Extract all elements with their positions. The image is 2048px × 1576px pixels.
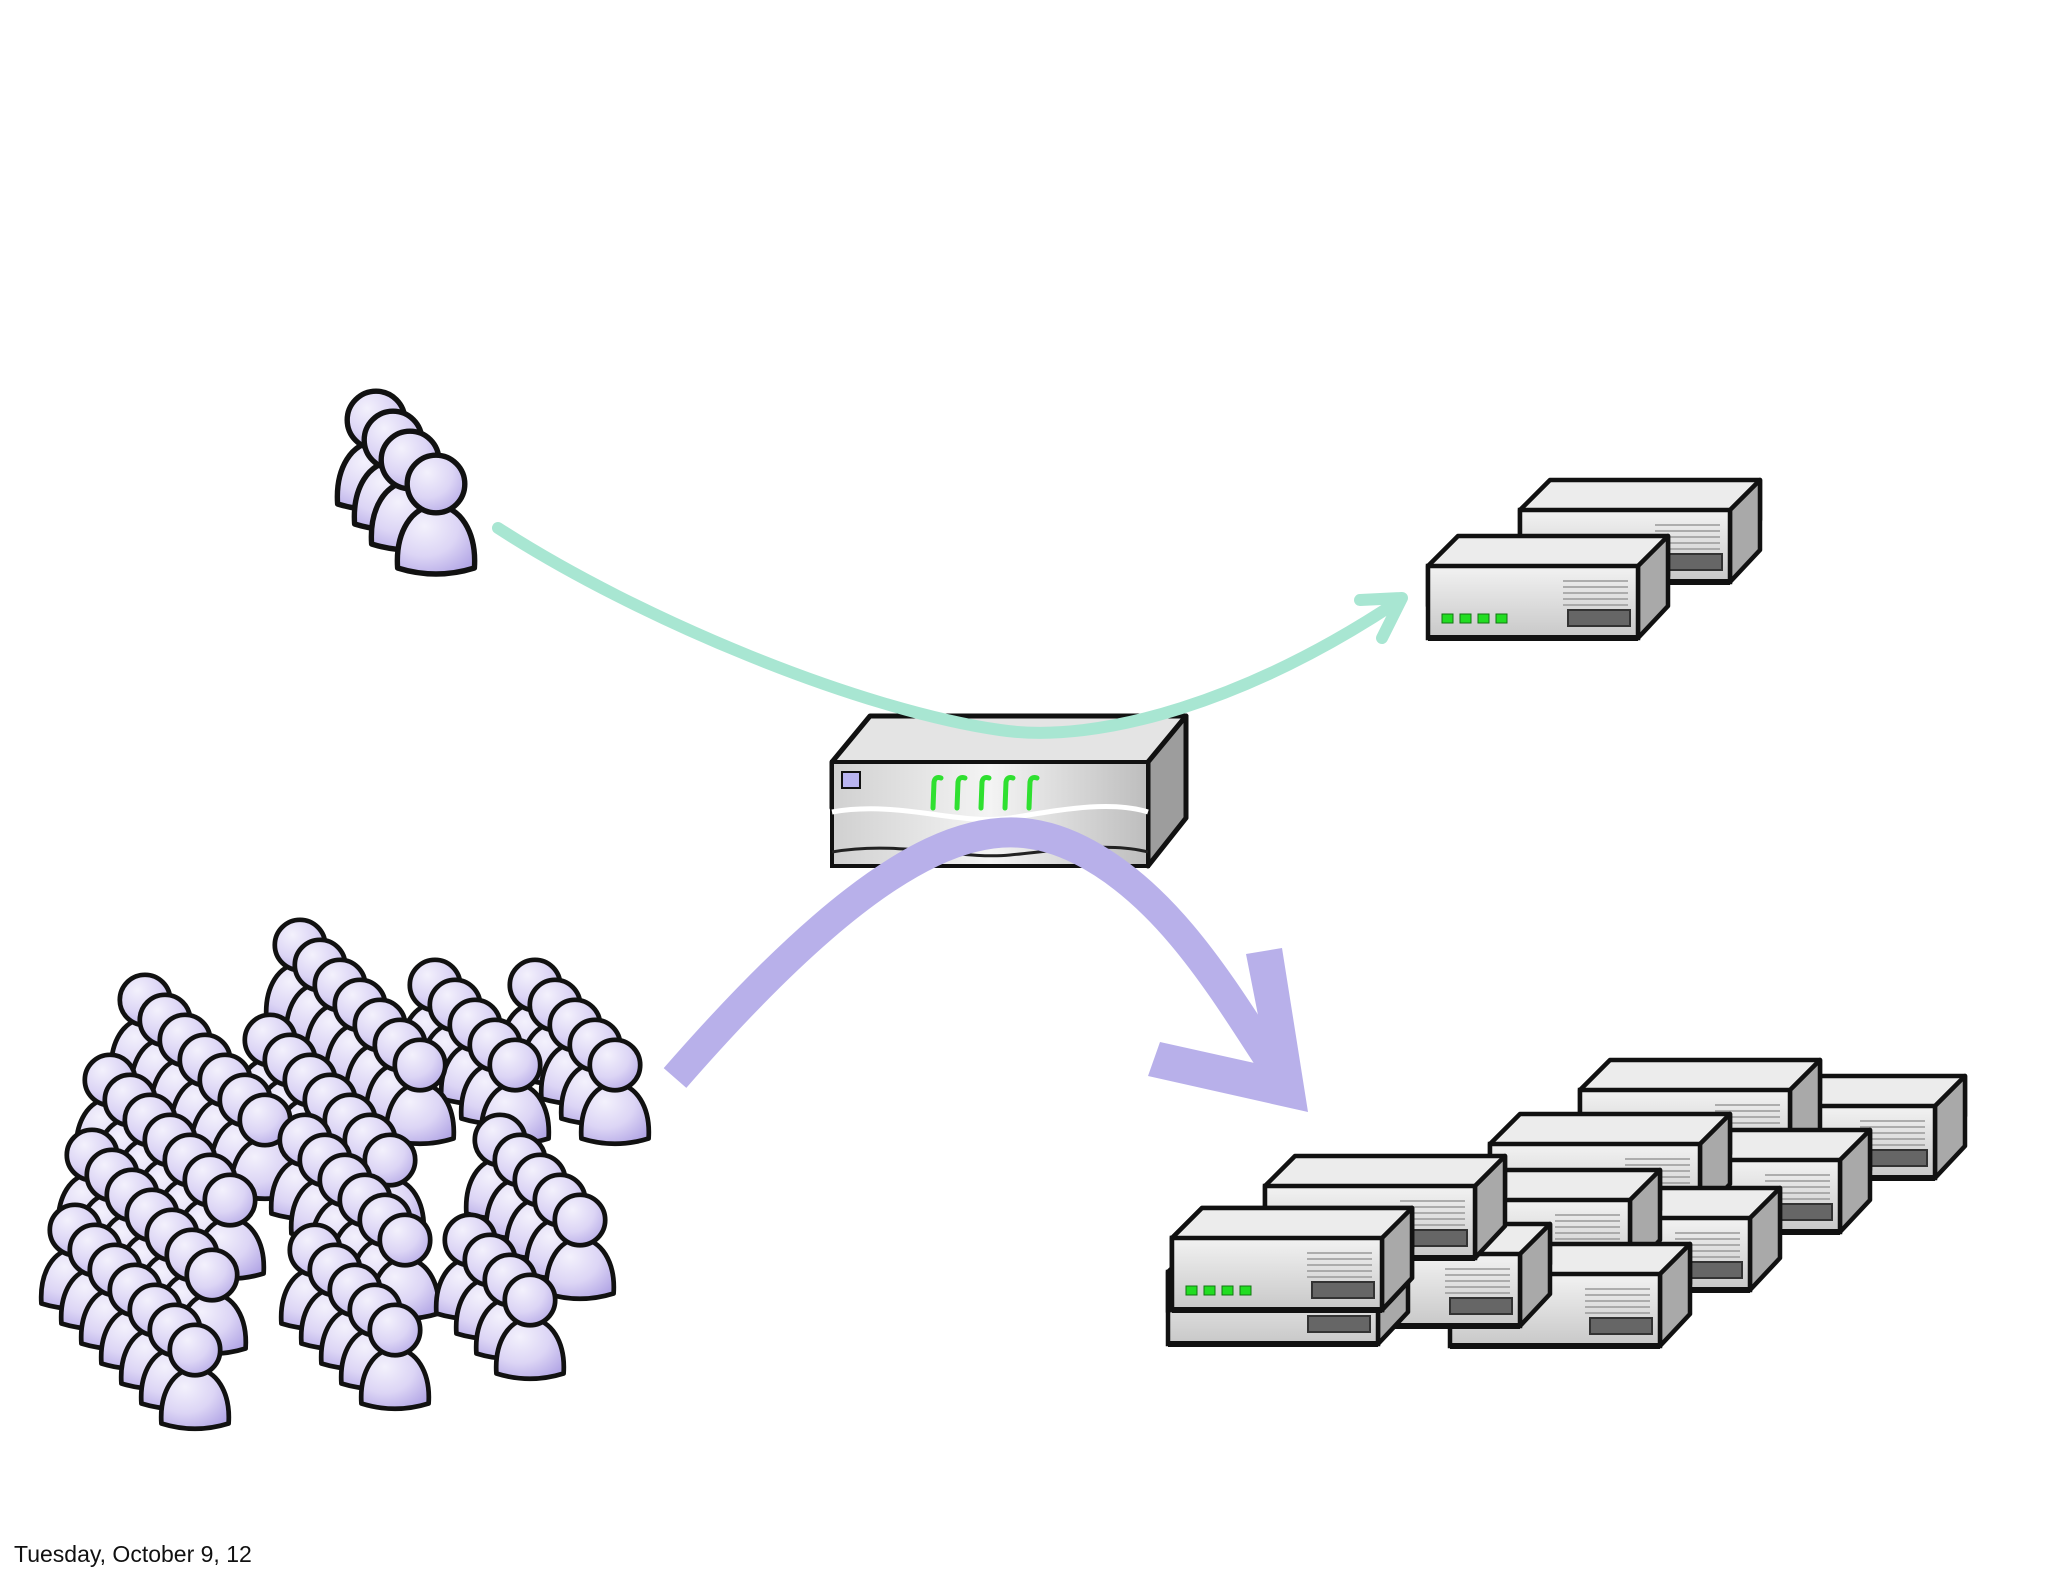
small-flow-arrow	[492, 522, 1406, 739]
server-status-led	[1185, 1285, 1198, 1296]
small-server-cluster	[1425, 477, 1763, 641]
router-status-indicator	[841, 771, 861, 789]
small-flow-arrowhead	[1354, 592, 1408, 644]
person-icon	[383, 1037, 457, 1147]
router-port-led	[930, 775, 944, 811]
server-status-led	[1203, 1285, 1216, 1296]
server-status-led	[1495, 613, 1508, 624]
large-flow-arrowhead	[1148, 948, 1308, 1112]
large-server-cluster	[1165, 1057, 1968, 1349]
person-icon	[578, 1037, 652, 1147]
small-user-group	[334, 388, 478, 577]
person-icon	[493, 1272, 567, 1382]
router-port-led	[954, 775, 968, 811]
person-icon	[158, 1322, 232, 1432]
router-port-led	[978, 775, 992, 811]
person-icon	[543, 1192, 617, 1302]
large-user-group	[38, 917, 652, 1432]
person-icon	[358, 1302, 432, 1412]
server-status-led	[1477, 613, 1490, 624]
large-flow-arrow	[663, 817, 1303, 1099]
router-port-led	[1002, 775, 1016, 811]
server-status-led	[1221, 1285, 1234, 1296]
server-status-led	[1239, 1285, 1252, 1296]
slide-footer-date: Tuesday, October 9, 12	[14, 1541, 252, 1567]
router-port-leds	[930, 775, 1040, 811]
server-status-led	[1441, 613, 1454, 624]
router-port-led	[1026, 775, 1040, 811]
server-icon	[1169, 1205, 1415, 1313]
person-icon	[394, 452, 478, 577]
server-status-led	[1459, 613, 1472, 624]
server-icon	[1425, 533, 1671, 641]
